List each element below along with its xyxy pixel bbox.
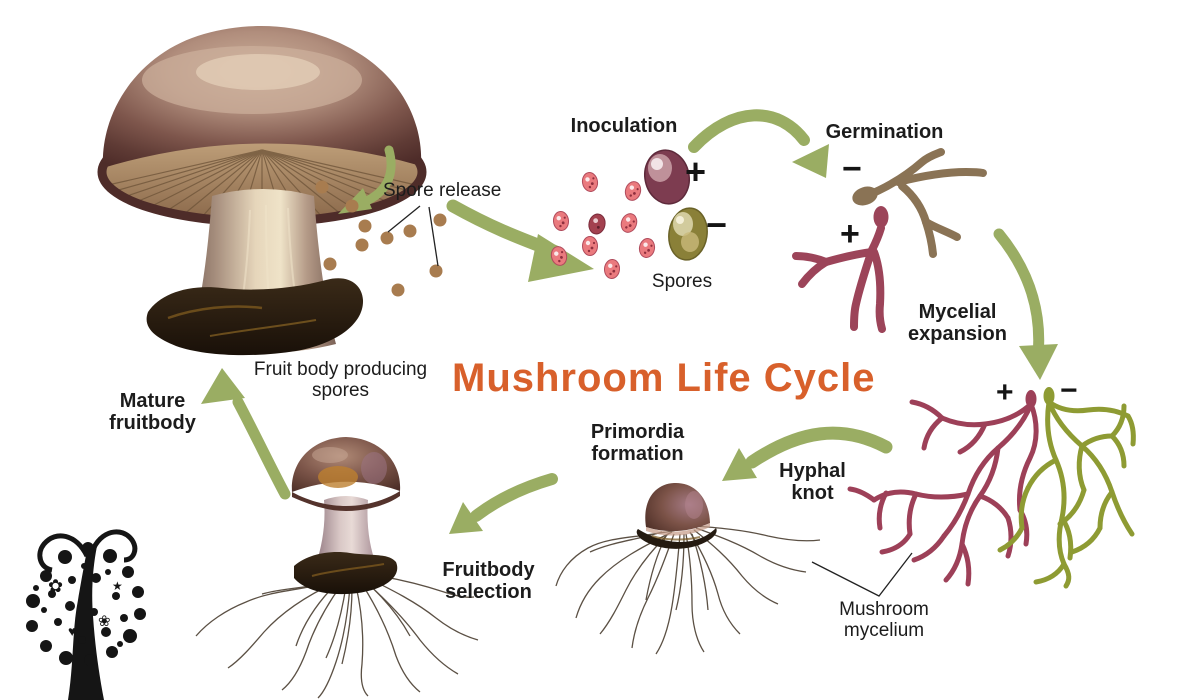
dark-spore xyxy=(588,213,606,235)
arrow-fruitbody-to-mature xyxy=(201,368,291,500)
diagram-title: Mushroom Life Cycle xyxy=(452,356,876,400)
mature-mushroom-illustration xyxy=(97,25,427,356)
minus-sign-germination: − xyxy=(842,150,862,188)
flower-icon: ❀ xyxy=(98,613,111,630)
label-mycelial-expansion: Mycelial expansion xyxy=(908,301,1007,346)
star-icon: ★ xyxy=(112,579,123,593)
label-hyphal-knot: Hyphal knot xyxy=(779,460,846,505)
label-spore-release: Spore release xyxy=(383,180,502,201)
label-mature-fruitbody: Mature fruitbody xyxy=(109,390,196,435)
arrow-primordia-to-fruitbody xyxy=(449,473,558,534)
label-spores: Spores xyxy=(651,271,713,292)
young-stem xyxy=(316,496,376,569)
mycelium-plus-red xyxy=(847,390,1039,587)
label-mushroom-mycelium: Mushroom mycelium xyxy=(839,599,929,642)
mycelium-minus-green xyxy=(997,387,1136,589)
label-germination: Germination xyxy=(825,121,944,143)
heart-icon: ♥ xyxy=(68,623,76,639)
minus-sign-inoculation: − xyxy=(706,204,728,245)
cycle-arrows xyxy=(201,109,1058,534)
big-spore-minus xyxy=(668,207,708,261)
germination-hypha-plus xyxy=(792,206,889,333)
arrow-hyphalknot-to-primordia xyxy=(722,426,893,481)
mushroom-base xyxy=(146,278,364,356)
plus-sign-inoculation: + xyxy=(685,151,707,192)
plus-sign-mycelium: + xyxy=(996,376,1014,409)
primordia-illustration xyxy=(555,482,821,655)
label-primordia-formation: Primordia formation xyxy=(590,421,685,466)
fruitbody-mycelium-roots xyxy=(195,573,479,699)
spores-cluster xyxy=(548,149,708,280)
arrow-sporerelease-to-inoculation xyxy=(446,199,594,282)
big-spore-plus xyxy=(644,149,690,205)
minus-sign-mycelium: − xyxy=(1060,374,1078,407)
plus-sign-germination: + xyxy=(840,215,860,253)
arrow-inoculation-to-germination xyxy=(688,109,829,178)
flower-icon: ✿ xyxy=(48,576,63,596)
label-inoculation: Inoculation xyxy=(570,115,678,137)
young-fruitbody-illustration xyxy=(195,437,479,699)
germination-hypha-minus xyxy=(852,148,987,258)
annotation-lines xyxy=(387,205,913,597)
arrow-germination-to-mycelium xyxy=(993,228,1058,380)
decorative-tree-logo: ✿ ❀ ♥ ★ xyxy=(26,529,146,700)
young-base xyxy=(294,552,398,595)
label-fruitbody-selection: Fruitbody selection xyxy=(442,559,535,604)
spore-release-dots xyxy=(315,180,447,297)
label-fruit-body-producing-spores: Fruit body producing spores xyxy=(253,359,428,402)
